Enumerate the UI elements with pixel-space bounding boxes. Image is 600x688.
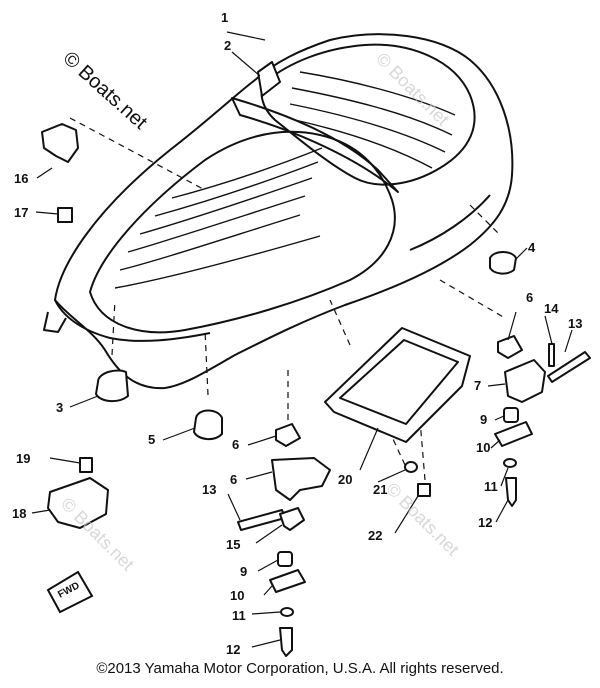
callout-15: 15	[226, 537, 240, 552]
part-11-washer	[503, 458, 517, 468]
part-22-screw	[417, 483, 431, 497]
part-3-damper	[95, 369, 129, 402]
callout-22: 22	[368, 528, 382, 543]
callout-3: 3	[56, 400, 63, 415]
fwd-arrow: FWD	[46, 570, 94, 614]
callout-6b: 6	[230, 472, 237, 487]
part-6-collar-right	[497, 335, 523, 359]
part-15-clip	[279, 507, 305, 531]
callout-leaders	[31, 31, 573, 648]
part-5-damper	[193, 409, 223, 440]
callout-13b: 13	[202, 482, 216, 497]
part-6-collar	[275, 423, 301, 447]
part-14-pin	[548, 343, 555, 367]
callout-19: 19	[16, 451, 30, 466]
callout-6a: 6	[232, 437, 239, 452]
copyright-notice: ©2013 Yamaha Motor Corporation, U.S.A. A…	[96, 660, 504, 677]
part-21-grommet	[404, 461, 418, 473]
callout-18: 18	[12, 506, 26, 521]
callout-12a: 12	[478, 515, 492, 530]
watermark-main: © Boats.net	[59, 47, 152, 134]
part-6-bracket	[271, 457, 331, 501]
callout-20: 20	[338, 472, 352, 487]
part-20-tray	[324, 327, 471, 443]
callout-12b: 12	[226, 642, 240, 657]
callout-11a: 11	[484, 479, 498, 494]
callout-numbers: 1 2 3 4 5 6 6 6 7 9 10 11 12 13 14 16 17…	[12, 10, 582, 657]
part-19-screw	[79, 457, 93, 473]
part-10-plate-center	[269, 569, 306, 593]
callout-13a: 13	[568, 316, 582, 331]
part-11-washer-center	[280, 607, 294, 617]
part-7-bracket	[504, 359, 546, 403]
part-4-damper	[489, 251, 517, 275]
callout-14: 14	[544, 301, 559, 316]
part-17-screw	[57, 207, 73, 223]
callout-5: 5	[148, 432, 155, 447]
callout-16: 16	[14, 171, 28, 186]
part-9-spacer-center	[277, 551, 293, 567]
part-12-bolt	[505, 477, 517, 507]
callout-21: 21	[373, 482, 387, 497]
part-13-bolt-center	[237, 509, 286, 531]
seat-assembly	[43, 33, 514, 390]
callout-11b: 11	[232, 608, 246, 623]
callout-2: 2	[224, 38, 231, 53]
part-10-plate	[494, 421, 533, 447]
parts	[41, 61, 591, 657]
callout-9a: 9	[480, 412, 487, 427]
callout-6c: 6	[526, 290, 533, 305]
callout-1: 1	[221, 10, 228, 25]
callout-10b: 10	[230, 588, 244, 603]
callout-4: 4	[528, 240, 536, 255]
callout-9b: 9	[240, 564, 247, 579]
part-16-lock	[41, 123, 79, 163]
part-2-strap-clip	[257, 61, 281, 97]
watermark-faint-1: © Boats.net	[372, 49, 453, 130]
part-9-spacer	[503, 407, 519, 423]
callout-7: 7	[474, 378, 481, 393]
part-12-bolt-center	[279, 627, 293, 657]
callout-17: 17	[14, 205, 28, 220]
part-13-bolt	[547, 351, 591, 383]
callout-10a: 10	[476, 440, 490, 455]
